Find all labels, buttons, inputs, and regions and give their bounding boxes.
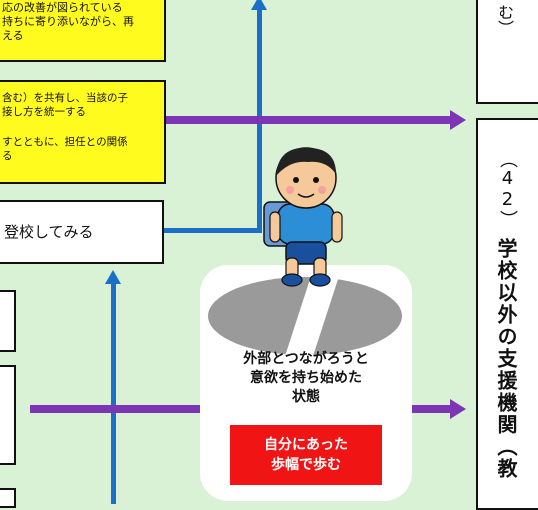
hair — [276, 147, 336, 176]
right-panel-top-text: む） — [495, 4, 514, 36]
mouth — [297, 193, 315, 198]
support-note-top: 応の改善が図られている 持ちに寄り添いながら、再 える — [0, 0, 166, 62]
red-action-line-2: 歩幅で歩む — [271, 457, 341, 473]
status-card: 外部とつながろうと 意欲を持ち始めた 状態 自分にあった 歩幅で歩む — [200, 265, 412, 501]
right-shoe — [309, 273, 331, 287]
step-box-label: 登校してみる — [4, 223, 94, 241]
purple-arrow-head-1 — [450, 110, 466, 130]
step-box: 登校してみる — [0, 200, 164, 264]
card-title: 外部とつながろうと 意欲を持ち始めた 状態 — [200, 350, 412, 407]
left-box-3 — [0, 488, 16, 508]
card-title-line-2: 意欲を持ち始めた — [250, 370, 362, 386]
left-arm — [269, 211, 281, 243]
support-note-middle-line-4: る — [2, 150, 13, 162]
left-box-2 — [0, 365, 16, 465]
right-arm — [331, 211, 343, 243]
blue-arrow-line-2 — [111, 282, 116, 504]
left-box-1 — [0, 290, 16, 352]
purple-arrow-line-1 — [166, 116, 452, 124]
support-note-top-line-3: える — [2, 29, 24, 42]
card-title-line-3: 状態 — [292, 389, 320, 405]
blue-connector-horizontal — [164, 228, 262, 233]
support-note-top-line-1: 応の改善が図られている — [2, 1, 123, 14]
blue-arrow-head-1 — [251, 0, 267, 10]
purple-arrow-head-2 — [450, 399, 466, 419]
support-note-middle-line-2: 接し方を統一する — [2, 106, 86, 118]
support-note-middle: 含む）を共有し、当該の子 接し方を統一する すとともに、担任との関係 る — [0, 80, 166, 184]
left-eye — [293, 177, 299, 183]
support-note-top-line-2: 持ちに寄り添いながら、再 — [2, 15, 134, 28]
left-cheek — [286, 186, 294, 194]
left-shoe — [281, 273, 303, 287]
card-title-line-1: 外部とつながろうと — [243, 351, 369, 367]
red-action-label: 自分にあった 歩幅で歩む — [230, 425, 382, 485]
red-action-line-1: 自分にあった — [264, 437, 348, 453]
right-panel-number: （42） — [497, 150, 518, 228]
right-panel-title: 学校以外の支援機関（教 — [494, 238, 518, 480]
blue-arrow-head-2 — [105, 270, 121, 284]
right-eye — [313, 177, 319, 183]
right-cheek — [318, 186, 326, 194]
student-walking-illustration — [263, 147, 343, 287]
right-panel-top: む） — [476, 0, 538, 104]
support-note-middle-line-3: すとともに、担任との関係 — [2, 136, 128, 148]
right-panel-main: （42） 学校以外の支援機関（教 — [476, 118, 538, 510]
shirt — [277, 203, 335, 245]
support-note-middle-line-1: 含む）を共有し、当該の子 — [2, 92, 128, 104]
